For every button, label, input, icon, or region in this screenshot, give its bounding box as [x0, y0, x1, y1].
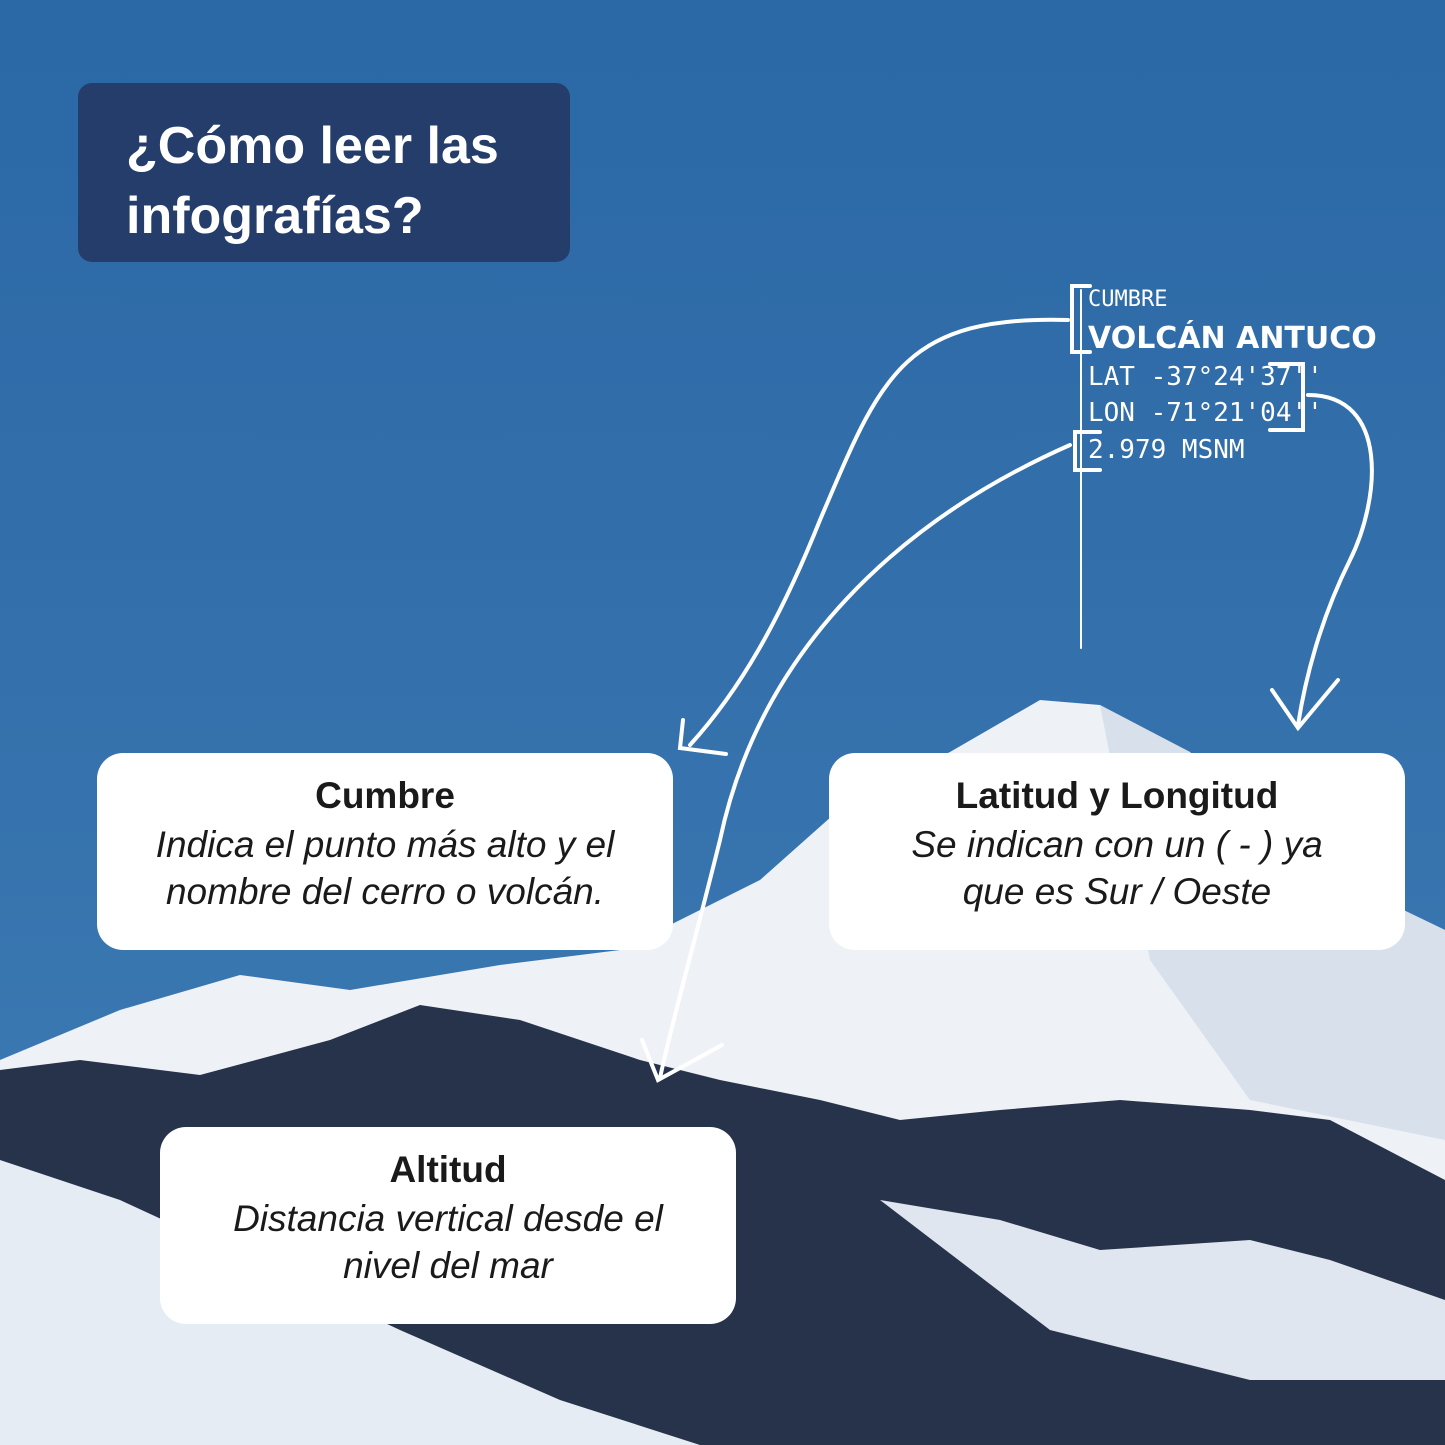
arrow-altitud: [658, 443, 1072, 1080]
arrow-latlon: [1296, 393, 1374, 727]
summit-latitude: LAT -37°24'37'': [1088, 362, 1323, 392]
summit-altitude: 2.979 MSNM: [1088, 435, 1245, 465]
arrow-cumbre: [688, 317, 1070, 747]
card-line: nivel del mar: [343, 1245, 553, 1286]
card-description: Distancia vertical desde el nivel del mar: [160, 1195, 736, 1289]
arrow-cumbre-head: [677, 718, 728, 756]
card-description: Se indican con un ( - ) ya que es Sur / O…: [829, 821, 1405, 915]
card-cumbre: Cumbre Indica el punto más alto y el nomb…: [97, 753, 673, 950]
arrow-altitud-head: [640, 1038, 724, 1083]
card-latitud-longitud: Latitud y Longitud Se indican con un ( -…: [829, 753, 1405, 950]
bracket-altitud: [1073, 430, 1102, 472]
page-title: ¿Cómo leer las infografías?: [126, 117, 499, 245]
card-line: Se indican con un ( - ) ya: [911, 824, 1323, 865]
summit-name: VOLCÁN ANTUCO: [1088, 321, 1377, 356]
title-box: ¿Cómo leer las infografías?: [78, 83, 570, 262]
card-line: Distancia vertical desde el: [233, 1198, 663, 1239]
arrow-latlon-head: [1270, 678, 1340, 732]
lower-snow-right: [880, 1200, 1445, 1380]
card-line: nombre del cerro o volcán.: [165, 871, 605, 912]
card-heading: Cumbre: [315, 775, 455, 816]
card-heading: Altitud: [389, 1149, 507, 1190]
card-line: que es Sur / Oeste: [962, 871, 1272, 912]
card-altitud: Altitud Distancia vertical desde el nivel…: [160, 1127, 736, 1324]
summit-kind: CUMBRE: [1088, 287, 1168, 312]
card-description: Indica el punto más alto y el nombre del …: [97, 821, 673, 915]
bracket-latlon: [1268, 362, 1305, 432]
summit-longitude: LON -71°21'04'': [1088, 398, 1323, 428]
bracket-cumbre: [1070, 284, 1092, 354]
card-heading: Latitud y Longitud: [955, 775, 1279, 816]
card-line: Indica el punto más alto y el: [155, 824, 615, 865]
